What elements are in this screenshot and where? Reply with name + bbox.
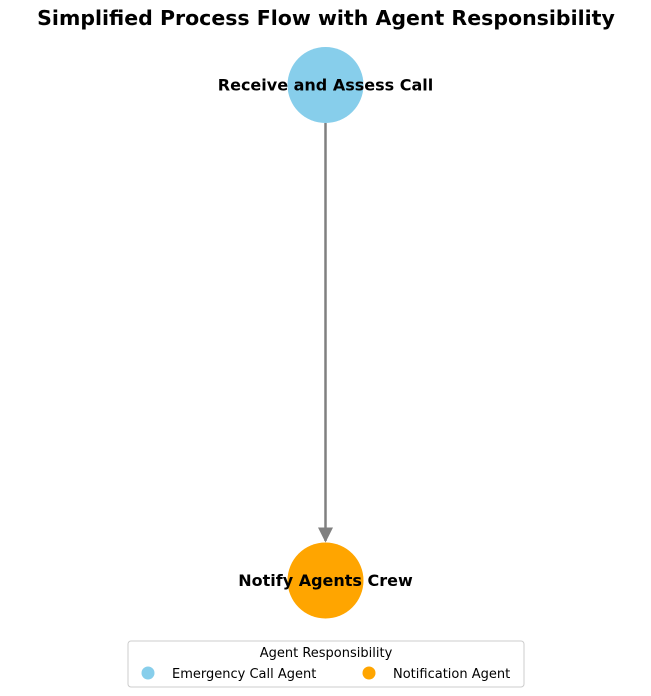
legend-title: Agent Responsibility: [260, 646, 393, 661]
node-label: Receive and Assess Call: [218, 76, 433, 95]
legend-box: [127, 640, 525, 688]
legend-marker-emergency-call-agent: [141, 666, 155, 680]
node-notify-agents-crew: Notify Agents Crew: [238, 542, 413, 619]
legend-label-notification-agent: Notification Agent: [393, 667, 510, 682]
node-circle: [287, 542, 364, 619]
node-label: Notify Agents Crew: [238, 571, 413, 590]
node-circle: [287, 47, 364, 123]
legend-label-emergency-call-agent: Emergency Call Agent: [172, 667, 316, 682]
diagram-title: Simplified Process Flow with Agent Respo…: [37, 6, 615, 30]
node-receive-and-assess-call: Receive and Assess Call: [218, 47, 433, 123]
legend-marker-notification-agent: [362, 666, 376, 680]
legend: Agent Responsibility Emergency Call Agen…: [127, 640, 525, 688]
